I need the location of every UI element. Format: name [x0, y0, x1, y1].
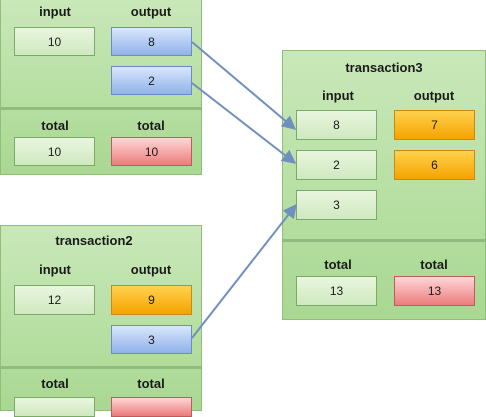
transaction3-input-box-2: 2 [296, 150, 377, 180]
transaction3-panel [282, 50, 486, 320]
transaction3-output-box-2: 6 [394, 150, 475, 180]
transaction1-output-header: output [130, 4, 172, 19]
transaction3-total-output-header: total [420, 257, 448, 272]
transaction3-title: transaction3 [345, 60, 423, 75]
arrow-tx1-output1-to-tx3-input1 [191, 41, 297, 130]
transaction2-total-input-box [14, 397, 95, 417]
transaction1-total-output-box: 10 [111, 137, 192, 166]
transaction2-output-box-2: 3 [111, 325, 192, 354]
transaction2-title: transaction2 [55, 233, 133, 248]
transaction3-input-box-3: 3 [296, 190, 377, 220]
transaction2-divider [0, 366, 202, 369]
transaction1-input-box: 10 [14, 27, 95, 56]
transaction3-total-input-box: 13 [296, 276, 377, 306]
transaction3-input-header: input [322, 88, 354, 103]
transaction2-input-box: 12 [14, 285, 95, 315]
transaction2-input-header: input [39, 262, 71, 277]
transaction1-input-header: input [39, 4, 71, 19]
transaction3-output-box-1: 7 [394, 110, 475, 140]
transaction2-panel [0, 225, 202, 411]
transaction3-total-output-box: 13 [394, 276, 475, 306]
transaction3-divider [282, 239, 486, 242]
transaction3-output-header: output [413, 88, 455, 103]
transaction2-output-box-1: 9 [111, 285, 192, 315]
transaction2-total-input-header: total [41, 376, 69, 391]
arrow-tx1-output2-to-tx3-input2 [191, 82, 297, 164]
transaction2-total-output-header: total [137, 376, 165, 391]
transaction1-output-box-2: 2 [111, 66, 192, 95]
transaction1-total-input-header: total [41, 118, 69, 133]
transaction3-total-input-header: total [324, 257, 352, 272]
transaction1-output-box-1: 8 [111, 27, 192, 56]
transaction1-total-output-header: total [137, 118, 165, 133]
arrow-tx2-output2-to-tx3-input3 [191, 203, 297, 339]
transaction2-output-header: output [130, 262, 172, 277]
transaction3-input-box-1: 8 [296, 110, 377, 140]
transaction1-total-input-box: 10 [14, 137, 95, 166]
transaction1-divider [0, 107, 202, 110]
transaction2-total-output-box [111, 397, 192, 417]
